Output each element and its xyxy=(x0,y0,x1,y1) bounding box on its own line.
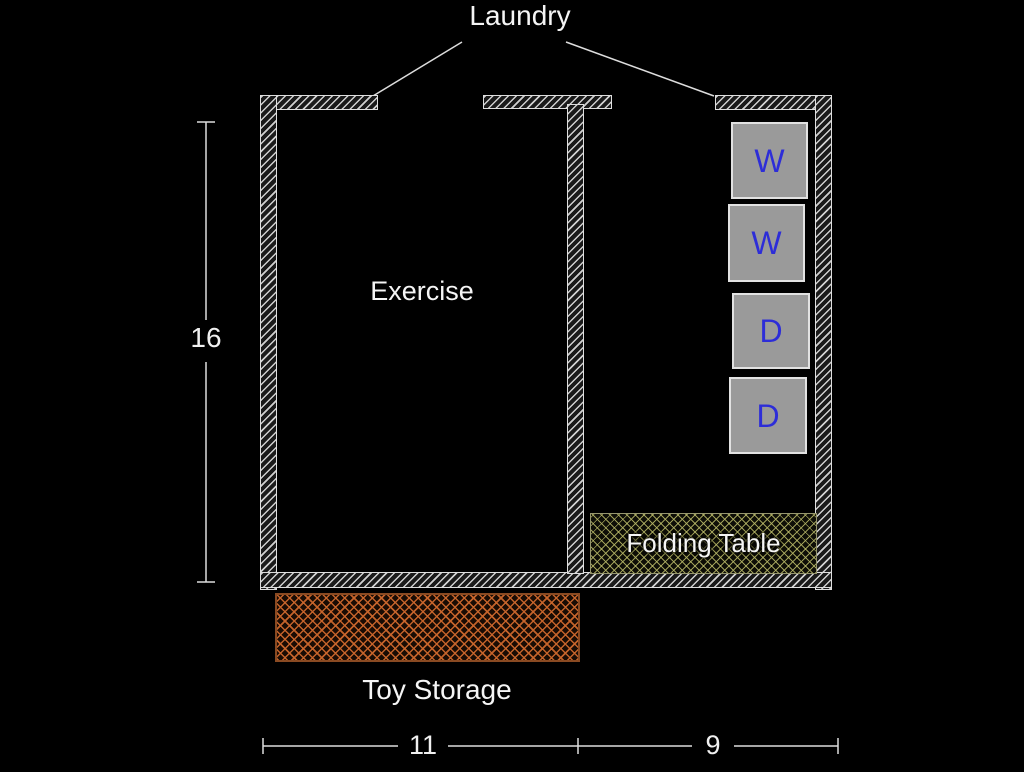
folding-table-label: Folding Table xyxy=(626,528,781,558)
dryer-label: D xyxy=(756,397,780,434)
wall-bottom xyxy=(260,572,832,588)
dryer-unit: D xyxy=(732,293,810,369)
wall-left xyxy=(260,95,277,590)
wall-top-right xyxy=(715,95,832,110)
laundry-leader-right xyxy=(565,41,715,97)
dimension-width-9: 9 xyxy=(692,730,734,761)
toy-storage-area xyxy=(275,593,580,662)
washer-unit: W xyxy=(731,122,808,199)
dryer-unit: D xyxy=(729,377,807,454)
wall-interior xyxy=(567,104,584,574)
dimension-height-16: 16 xyxy=(184,322,228,354)
washer-unit: W xyxy=(728,204,805,282)
toy-storage-label: Toy Storage xyxy=(362,674,512,705)
washer-label: W xyxy=(751,225,782,261)
exercise-room-label: Exercise xyxy=(370,276,474,306)
wall-top-left xyxy=(260,95,378,110)
washer-label: W xyxy=(754,142,785,179)
wall-top-middle xyxy=(483,95,612,109)
wall-right xyxy=(815,95,832,590)
dimension-width-11: 11 xyxy=(398,730,448,761)
laundry-leader-left xyxy=(372,41,463,97)
folding-table-area: Folding Table xyxy=(590,513,817,574)
laundry-label: Laundry xyxy=(469,0,571,31)
dryer-label: D xyxy=(759,313,783,349)
